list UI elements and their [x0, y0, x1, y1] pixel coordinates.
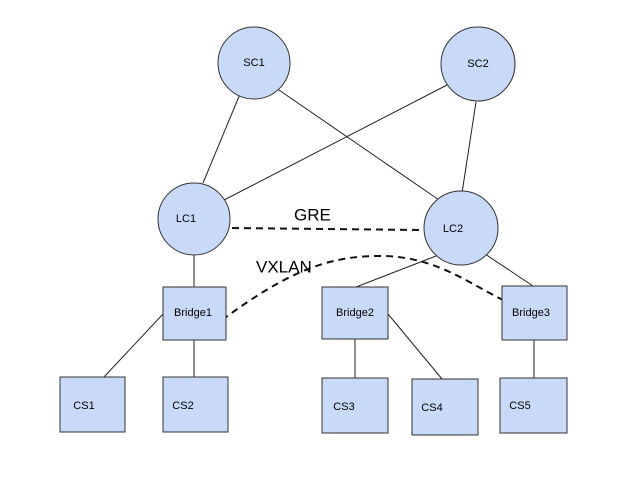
- vxlan-tunnel-curve: [221, 254, 516, 321]
- sc1-label: SC1: [243, 57, 264, 69]
- edge-bridge2-cs4: [387, 313, 443, 380]
- edge-sc1-lc1: [202, 93, 241, 184]
- lc1-shape: [157, 182, 231, 256]
- cs1-label: CS1: [73, 400, 94, 412]
- bridge1-label: Bridge1: [174, 307, 212, 319]
- node-bridge2: Bridge2: [321, 286, 389, 340]
- vxlan-label: VXLAN: [256, 258, 312, 277]
- tunnels: GRE VXLAN: [221, 206, 516, 321]
- bridge1-shape: [162, 286, 227, 341]
- edge-lc2-bridge2: [355, 255, 437, 288]
- node-sc1: SC1: [217, 26, 291, 100]
- cs1-shape: [59, 376, 126, 433]
- cs5-shape: [499, 377, 568, 434]
- edge-sc1-lc2: [275, 87, 443, 203]
- edge-sc2-lc2: [461, 101, 477, 194]
- cs5-label: CS5: [509, 400, 530, 412]
- edge-bridge1-cs1: [103, 313, 164, 378]
- node-cs1: CS1: [59, 376, 126, 433]
- edge-lc2-bridge3: [484, 253, 534, 287]
- node-lc1: LC1: [157, 182, 231, 256]
- cs2-label: CS2: [172, 400, 193, 412]
- lc2-shape: [423, 190, 499, 266]
- cs4-label: CS4: [421, 402, 442, 414]
- node-bridge1: Bridge1: [162, 286, 227, 341]
- edge-sc2-lc1: [223, 84, 448, 201]
- sc2-label: SC2: [467, 58, 488, 70]
- node-cs4: CS4: [411, 378, 479, 436]
- node-cs3: CS3: [321, 377, 389, 434]
- node-cs2: CS2: [162, 376, 229, 433]
- bridge3-label: Bridge3: [512, 307, 550, 319]
- node-sc2: SC2: [440, 26, 516, 102]
- gre-tunnel-line: [231, 227, 426, 231]
- bridge2-shape: [321, 286, 389, 340]
- gre-label: GRE: [294, 206, 331, 225]
- bridge2-label: Bridge2: [336, 307, 374, 319]
- cs3-shape: [321, 377, 389, 434]
- cs2-shape: [162, 376, 229, 433]
- lc2-label: LC2: [443, 223, 463, 235]
- bridge3-shape: [501, 285, 568, 341]
- node-cs5: CS5: [499, 377, 568, 434]
- cs4-shape: [411, 378, 479, 436]
- sc1-shape: [217, 26, 291, 100]
- cs3-label: CS3: [333, 401, 354, 413]
- lc1-label: LC1: [176, 213, 196, 225]
- sc2-shape: [440, 26, 516, 102]
- node-bridge3: Bridge3: [501, 285, 568, 341]
- node-lc2: LC2: [423, 190, 499, 266]
